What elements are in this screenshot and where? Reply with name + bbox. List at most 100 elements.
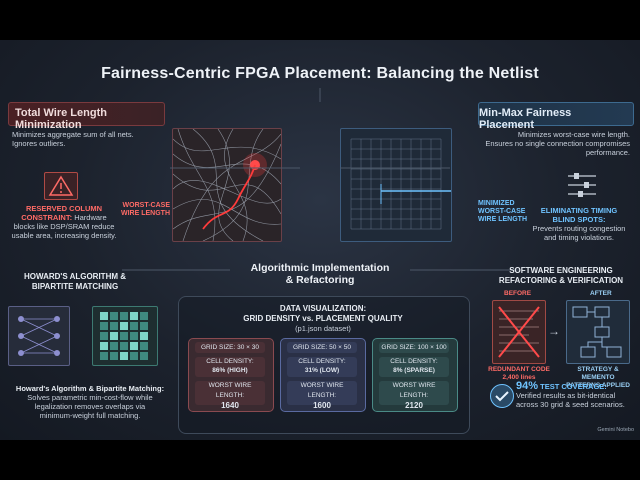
strategy-line: PATTERNS APPLIED: [566, 382, 630, 389]
matching-cell: [140, 322, 148, 330]
software-heading-line: REFACTORING & VERIFICATION: [498, 276, 624, 285]
callout-line: WIRE LENGTH: [121, 210, 170, 217]
matching-cell: [100, 332, 108, 340]
coverage-label: TEST COVERAGE:: [538, 382, 607, 391]
strategy-note: STRATEGY & MEMENTO PATTERNS APPLIED: [560, 366, 636, 390]
wl-label: WORST WIRE LENGTH:: [208, 382, 252, 399]
density-value: 31% (LOW): [304, 367, 340, 374]
grid-size: GRID SIZE: 100 × 100: [379, 342, 449, 353]
worst-case-callout: WORST-CASE WIRE LENGTH: [112, 202, 170, 218]
redundant-code-icon: [492, 300, 546, 364]
connector-lines: [122, 88, 520, 271]
strategy-diagram-icon: [566, 300, 630, 364]
matching-cell: [110, 342, 118, 350]
redundant-line: REDUNDANT CODE: [488, 366, 550, 373]
worst-wire-length: WORST WIRE LENGTH: 2120: [379, 381, 449, 410]
grid-card-30: GRID SIZE: 30 × 30 CELL DENSITY:86% (HIG…: [188, 338, 274, 412]
min-max-fairness-header-label: Min-Max Fairness Placement: [479, 107, 572, 131]
worst-wire-length: WORST WIRE LENGTH:1640: [195, 381, 265, 410]
howard-heading: HOWARD'S ALGORITHM & BIPARTITE MATCHING: [10, 272, 140, 292]
matching-cell: [110, 352, 118, 360]
howard-description: Howard's Algorithm & Bipartite Matching:…: [6, 384, 174, 420]
density-label: CELL DENSITY:: [298, 358, 346, 365]
matching-grid-icon: [92, 306, 158, 366]
left-desc-line: Minimizes aggregate sum of all nets.: [12, 130, 134, 139]
software-heading: SOFTWARE ENGINEERING REFACTORING & VERIF…: [486, 266, 636, 286]
left-desc-line: Ignores outliers.: [12, 139, 66, 148]
before-label: BEFORE: [504, 290, 532, 297]
grid-card-100: GRID SIZE: 100 × 100 CELL DENSITY: 8% (SP…: [372, 338, 458, 412]
wl-label: WORST WIRE LENGTH:: [300, 382, 344, 399]
matching-cell: [120, 322, 128, 330]
wl-value: 1600: [313, 401, 331, 410]
reserved-column-note: RESERVED COLUMN CONSTRAINT: Hardware blo…: [8, 204, 120, 240]
coverage-value: 94%: [516, 380, 539, 392]
callout-line: MINIMIZED: [478, 200, 515, 207]
density-label: CELL DENSITY:: [206, 358, 254, 365]
page-title: Fairness-Centric FPGA Placement: Balanci…: [101, 65, 539, 82]
matching-cell: [110, 332, 118, 340]
after-label: AFTER: [590, 290, 612, 297]
matching-cell: [130, 332, 138, 340]
cell-density: CELL DENSITY: 31% (LOW): [287, 357, 357, 377]
dataviz-subtitle: (p1.json dataset): [295, 324, 351, 333]
grid-size: GRID SIZE: 30 × 30: [195, 342, 265, 353]
center-line: & Refactoring: [285, 274, 355, 286]
reserved-line: blocks like DSP/SRAM reduce: [13, 222, 115, 231]
matching-cell: [140, 312, 148, 320]
minimized-worst-case-callout: MINIMIZED WORST-CASE WIRE LENGTH: [478, 200, 538, 224]
worst-wire-length: WORST WIRE LENGTH: 1600: [287, 381, 357, 410]
matching-cell: [100, 322, 108, 330]
howard-heading-line: BIPARTITE MATCHING: [31, 282, 119, 291]
matching-cell: [110, 312, 118, 320]
timing-title: ELIMINATING TIMING: [540, 206, 618, 215]
reserved-title2: CONSTRAINT:: [21, 213, 73, 222]
matching-cell: [130, 352, 138, 360]
howard-title: Howard's Algorithm & Bipartite Matching:: [15, 384, 165, 393]
matching-cell: [140, 332, 148, 340]
matching-cell: [120, 332, 128, 340]
dataviz-heading: DATA VISUALIZATION: GRID DENSITY vs. PLA…: [200, 304, 446, 333]
organized-grid-graphic: [350, 138, 451, 230]
howard-line: legalization removes overlaps via: [34, 402, 146, 411]
matching-cell: [130, 322, 138, 330]
checkmark-icon: [490, 384, 514, 408]
redundant-code-note: REDUNDANT CODE 2,400 lines: [486, 366, 552, 382]
howard-line: minimum-weight full matching.: [39, 411, 141, 420]
coverage-line: Verified results as bit-identical: [516, 391, 616, 400]
watermark: Gemini Notebo: [597, 427, 634, 433]
timing-line: and timing violations.: [543, 233, 615, 242]
strategy-line: STRATEGY & MEMENTO: [577, 366, 619, 381]
right-description: Minimizes worst-case wire length. Ensure…: [470, 130, 630, 157]
density-label: CELL DENSITY:: [390, 358, 438, 365]
matching-cell: [100, 312, 108, 320]
total-wire-length-header-label: Total Wire Length Minimization: [15, 107, 107, 131]
matching-cell: [120, 312, 128, 320]
howard-line: Solves parametric min-cost-flow while: [27, 393, 153, 402]
density-value: 8% (SPARSE): [393, 367, 435, 374]
matching-cell: [130, 312, 138, 320]
right-desc-line: Minimizes worst-case wire length.: [517, 130, 630, 139]
matching-cell: [130, 342, 138, 350]
redundant-line: 2,400 lines: [502, 374, 536, 381]
chaotic-wiring-panel: [172, 128, 282, 242]
matching-cell: [100, 342, 108, 350]
matching-cell: [110, 322, 118, 330]
grid-card-50: GRID SIZE: 50 × 50 CELL DENSITY: 31% (LOW…: [280, 338, 366, 412]
matching-cell: [140, 352, 148, 360]
total-wire-length-header: Total Wire Length Minimization: [8, 102, 165, 131]
matching-cell: [120, 342, 128, 350]
wl-value: 2120: [405, 401, 423, 410]
timing-note: ELIMINATING TIMING BLIND SPOTS: Prevents…: [520, 206, 638, 242]
wl-label: WORST WIRE LENGTH:: [392, 382, 436, 399]
grid-size: GRID SIZE: 50 × 50: [287, 342, 357, 353]
organized-wiring-panel: [340, 128, 452, 242]
algorithmic-implementation-heading: Algorithmic Implementation & Refactoring: [232, 262, 408, 286]
cell-density: CELL DENSITY:86% (HIGH): [195, 357, 265, 377]
software-heading-line: SOFTWARE ENGINEERING: [509, 266, 613, 275]
dataviz-title: GRID DENSITY vs. PLACEMENT QUALITY: [243, 314, 403, 323]
matching-cell: [100, 352, 108, 360]
right-desc-line: Ensures no single connection compromises: [485, 139, 630, 148]
cell-density: CELL DENSITY: 8% (SPARSE): [379, 357, 449, 377]
reserved-line: Hardware: [72, 213, 107, 222]
